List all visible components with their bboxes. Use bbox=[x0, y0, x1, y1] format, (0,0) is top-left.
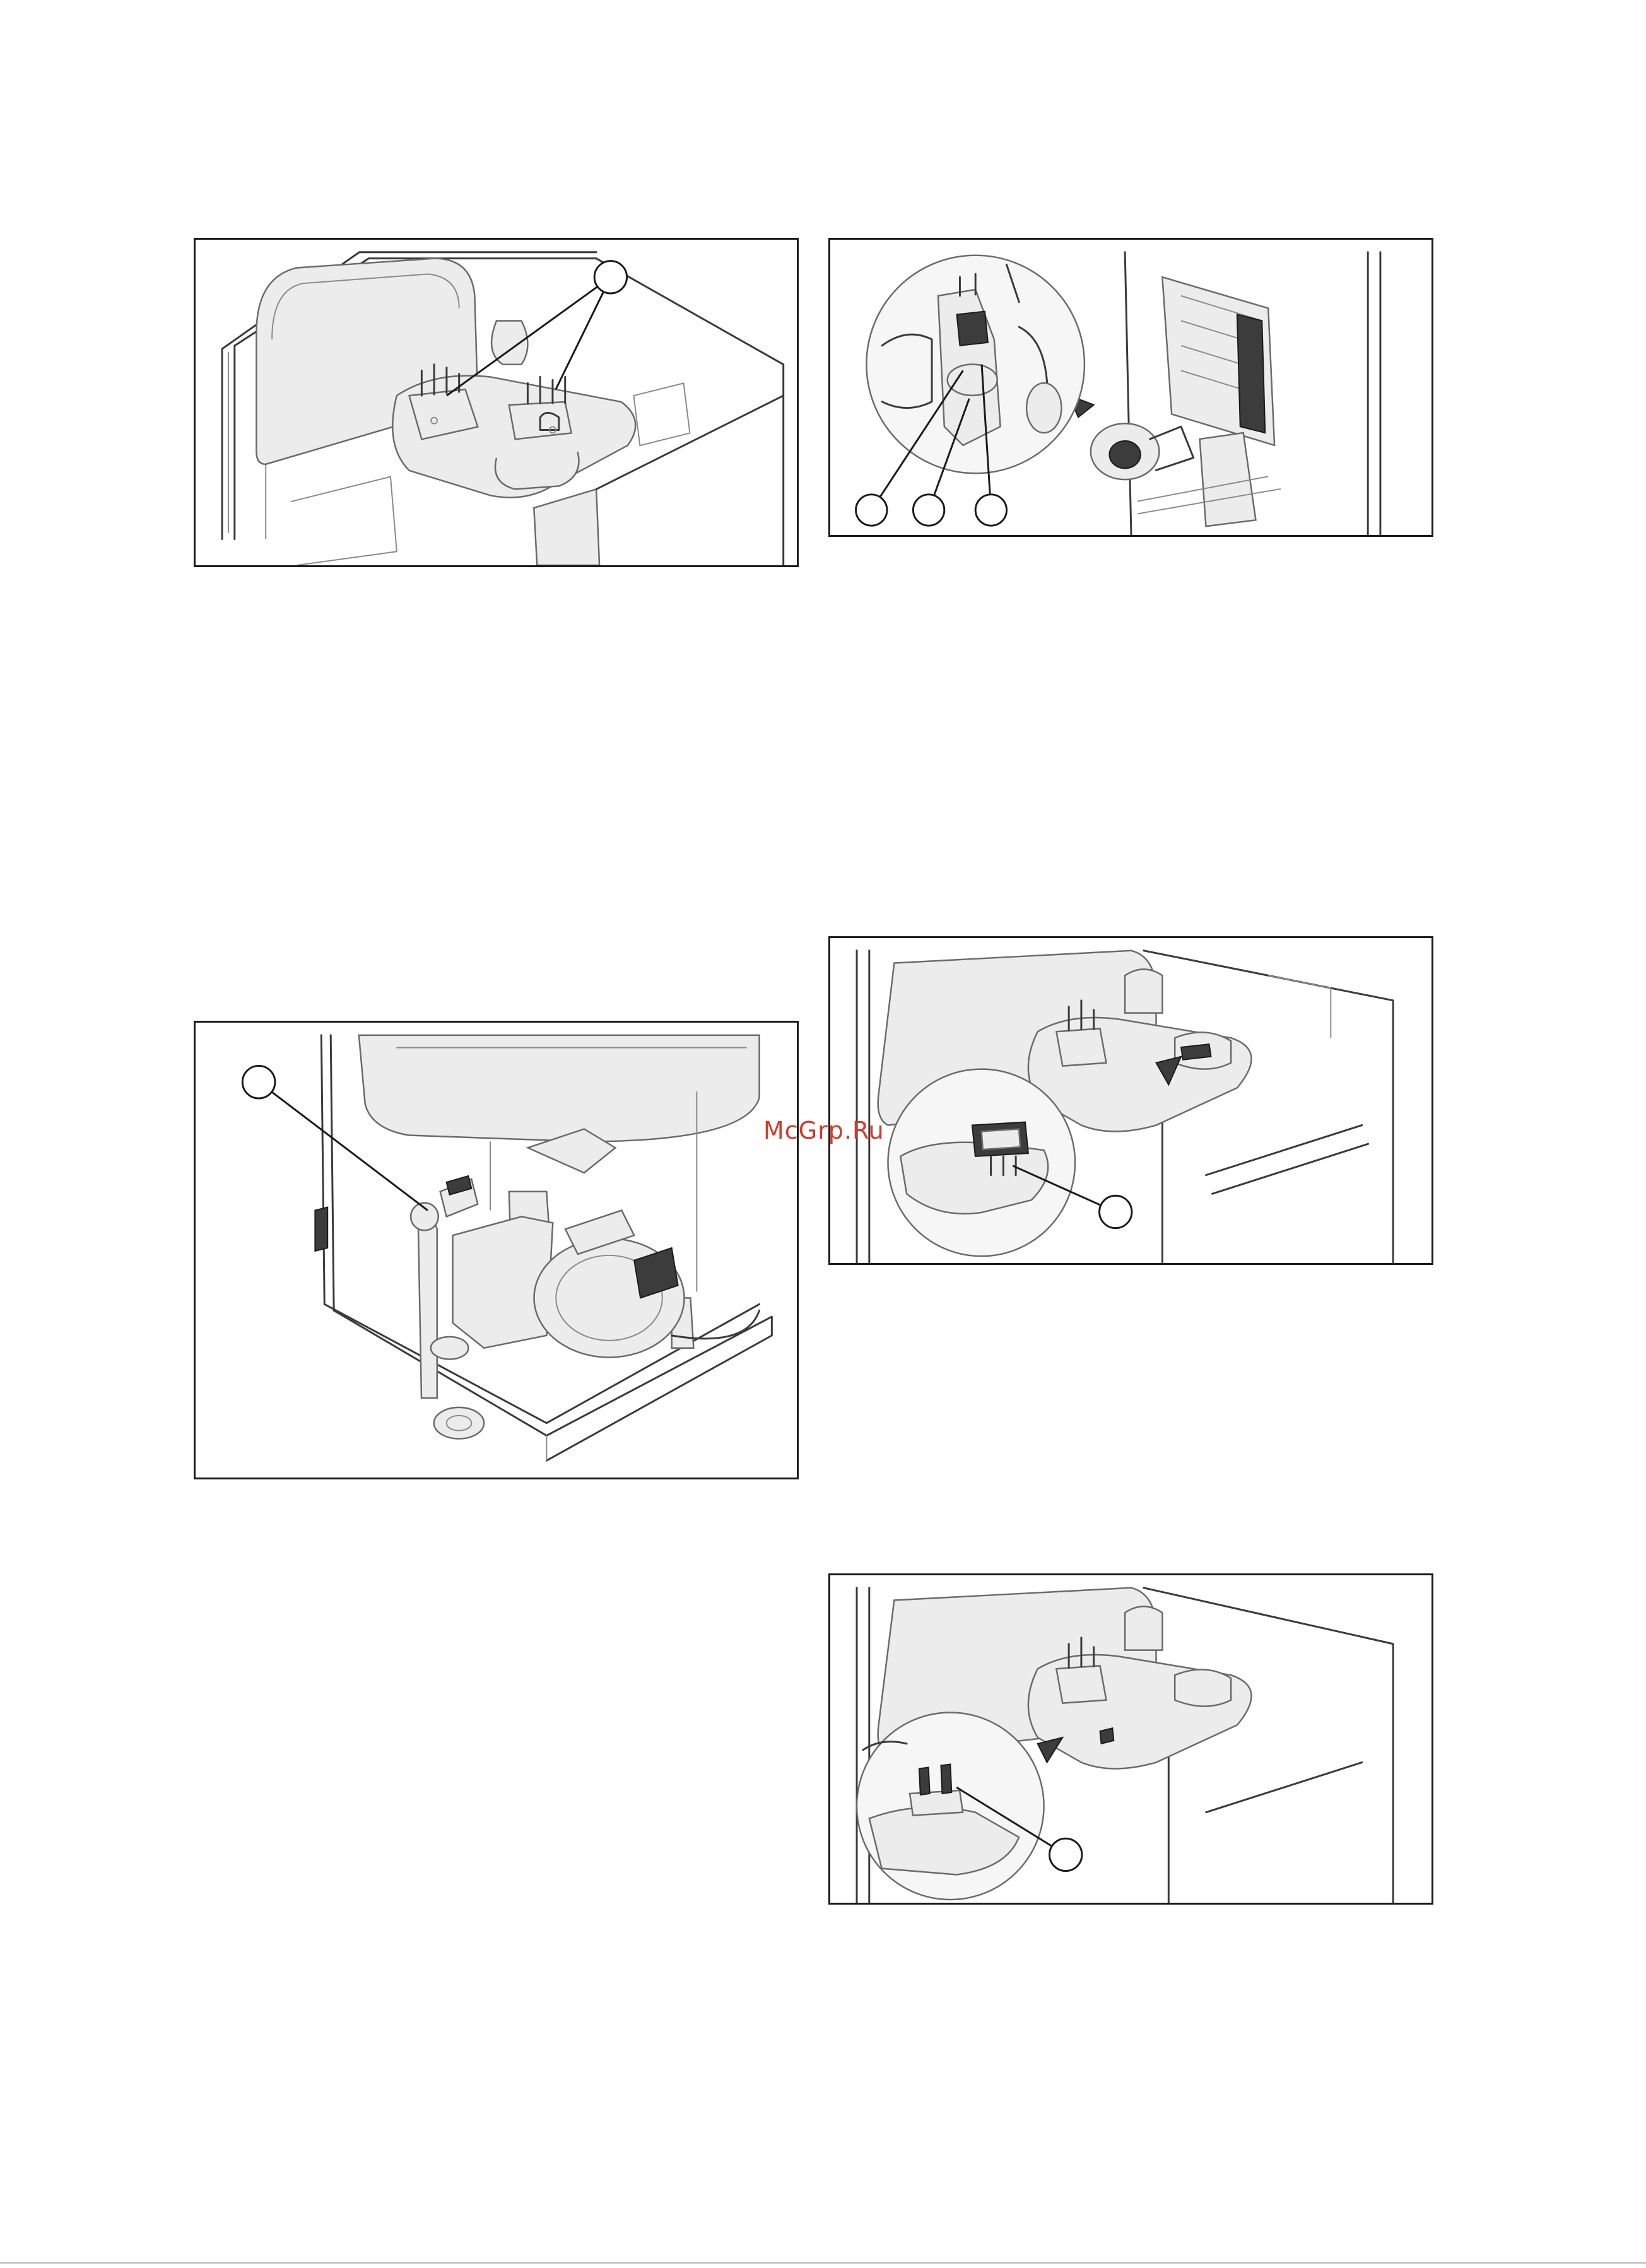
figure-temperature-switch-detail bbox=[828, 1573, 1433, 1905]
callout-1 bbox=[856, 495, 887, 526]
callout-3 bbox=[975, 495, 1006, 526]
figure-heat-exchanger-electrodes bbox=[194, 238, 799, 567]
callout-2 bbox=[913, 495, 944, 526]
temperature-switch-drawing bbox=[830, 1575, 1431, 1903]
flow-sensor-drawing bbox=[830, 938, 1431, 1263]
watermark-text: McGrp.Ru bbox=[763, 1117, 885, 1144]
footer-rule bbox=[0, 2262, 1646, 2264]
pump-assembly-drawing bbox=[196, 1023, 797, 1478]
callout-1 bbox=[242, 1066, 275, 1098]
callout-1 bbox=[1049, 1838, 1081, 1871]
figure-fan-connector-detail bbox=[828, 238, 1433, 537]
figure-pump-assembly bbox=[194, 1021, 799, 1479]
fan-connector-drawing bbox=[830, 240, 1431, 535]
heat-exchanger-drawing bbox=[196, 240, 797, 565]
callout-1 bbox=[594, 261, 626, 293]
callout-1 bbox=[1100, 1196, 1132, 1228]
figure-flow-sensor-connector-detail bbox=[828, 936, 1433, 1265]
